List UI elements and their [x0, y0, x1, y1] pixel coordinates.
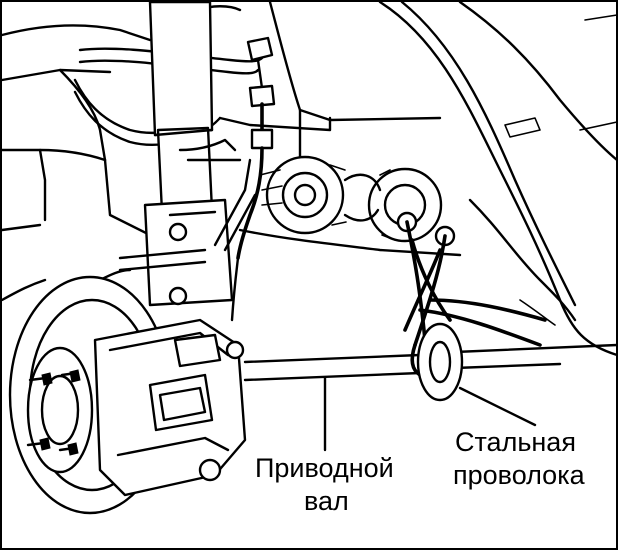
body-structure — [0, 0, 442, 302]
brake-hose-fitting — [230, 36, 276, 322]
drive-shaft-label: Приводной — [255, 453, 394, 483]
steel-wire — [396, 211, 547, 377]
drive-shaft — [243, 322, 618, 402]
transaxle-components — [238, 155, 462, 257]
stabilizer-link — [98, 158, 257, 282]
steel-wire-label: Стальная — [455, 427, 576, 457]
strut-assembly — [143, 0, 242, 307]
brake-caliper — [93, 318, 247, 497]
steel-wire-label-line2: проволока — [453, 460, 586, 490]
drive-shaft-label-line2: вал — [304, 486, 349, 516]
wheel-arch — [378, 0, 618, 357]
leader-lines — [323, 376, 537, 452]
